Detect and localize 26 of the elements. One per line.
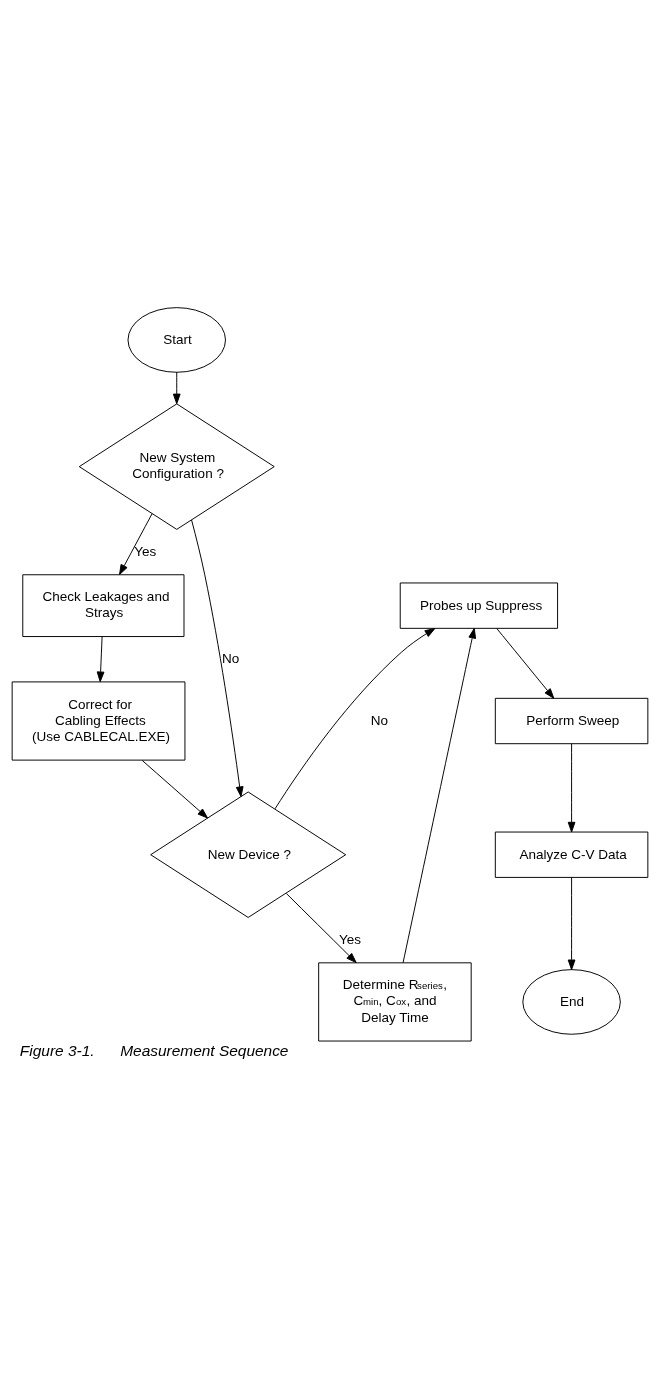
arrow <box>274 628 436 810</box>
node-box: Probes up Suppress <box>399 582 559 629</box>
arrow <box>285 893 357 964</box>
node-box: Analyze C-V Data <box>494 831 649 878</box>
edge-label: Yes <box>338 931 361 947</box>
node-diamond: New System Configuration ? <box>78 403 275 530</box>
arrow <box>172 371 181 405</box>
arrow <box>496 628 555 699</box>
arrow <box>567 876 576 971</box>
arrow <box>141 759 208 819</box>
node-box: Determine Rseries, Cmin, Cox, and Delay Time <box>318 962 472 1042</box>
arrow <box>567 743 576 833</box>
caption: Figure 3-1. Measurement Sequence <box>19 1042 289 1060</box>
arrow <box>96 636 105 683</box>
edge-label: No <box>370 712 389 728</box>
edge-label: No <box>222 650 240 666</box>
arrow <box>191 519 244 798</box>
node-ellipse: End <box>522 969 621 1035</box>
node-diamond: New Device ? <box>150 791 347 918</box>
node-box: Perform Sweep <box>494 697 649 745</box>
node-box: Correct for Cabling Effects (Use CABLECAL.EXE) <box>11 681 186 761</box>
arrow <box>402 627 477 964</box>
edge-label: Yes <box>134 543 157 559</box>
node-box: Check Leakages and Strays <box>22 574 185 638</box>
node-ellipse: Start <box>127 307 226 373</box>
arrow <box>119 513 153 575</box>
